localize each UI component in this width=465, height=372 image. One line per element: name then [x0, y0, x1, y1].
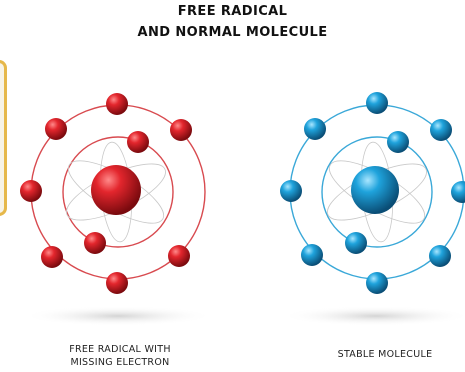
free-radical-caption-line-2: MISSING ELECTRON: [70, 357, 170, 368]
stable-molecule-outer-electron: [430, 119, 452, 141]
stable-molecule-caption: STABLE MOLECULE: [305, 348, 465, 361]
free-radical-outer-electron: [168, 245, 190, 267]
free-radical-caption: FREE RADICAL WITH MISSING ELECTRON: [40, 343, 200, 369]
free-radical-inner-electron: [84, 232, 106, 254]
free-radical-outer-electron: [106, 272, 128, 294]
free-radical-inner-electron: [127, 131, 149, 153]
free-radical-nucleus: [91, 165, 141, 215]
stable-molecule-inner-shell: [321, 136, 433, 248]
left-edge-partial-widget: [0, 60, 7, 216]
free-radical-outer-electron: [41, 246, 63, 268]
free-radical-caption-line-1: FREE RADICAL WITH: [69, 344, 171, 355]
stable-molecule-inner-electron: [387, 131, 409, 153]
free-radical-outer-electron: [170, 119, 192, 141]
stable-molecule-shadow: [281, 306, 465, 326]
stable-molecule-inner-electron: [345, 232, 367, 254]
stable-molecule-outer-electron: [429, 245, 451, 267]
title-line-2: AND NORMAL MOLECULE: [137, 25, 328, 40]
stable-molecule-outer-electron: [451, 181, 465, 203]
free-radical-outer-electron: [20, 180, 42, 202]
stable-molecule-outer-electron: [366, 92, 388, 114]
free-radical-outer-electron: [106, 93, 128, 115]
free-radical-atom: [20, 93, 213, 326]
stable-molecule-nucleus: [351, 166, 399, 214]
stable-molecule-outer-electron: [366, 272, 388, 294]
stable-molecule-outer-electron: [301, 244, 323, 266]
free-radical-inner-shell: [62, 136, 174, 248]
free-radical-shadow: [23, 306, 213, 326]
stable-molecule-caption-text: STABLE MOLECULE: [337, 349, 433, 360]
title-line-1: FREE RADICAL: [177, 4, 288, 19]
free-radical-outer-electron: [45, 118, 67, 140]
stable-molecule-outer-electron: [280, 180, 302, 202]
stable-molecule-outer-electron: [304, 118, 326, 140]
stable-molecule-atom: [280, 92, 465, 326]
